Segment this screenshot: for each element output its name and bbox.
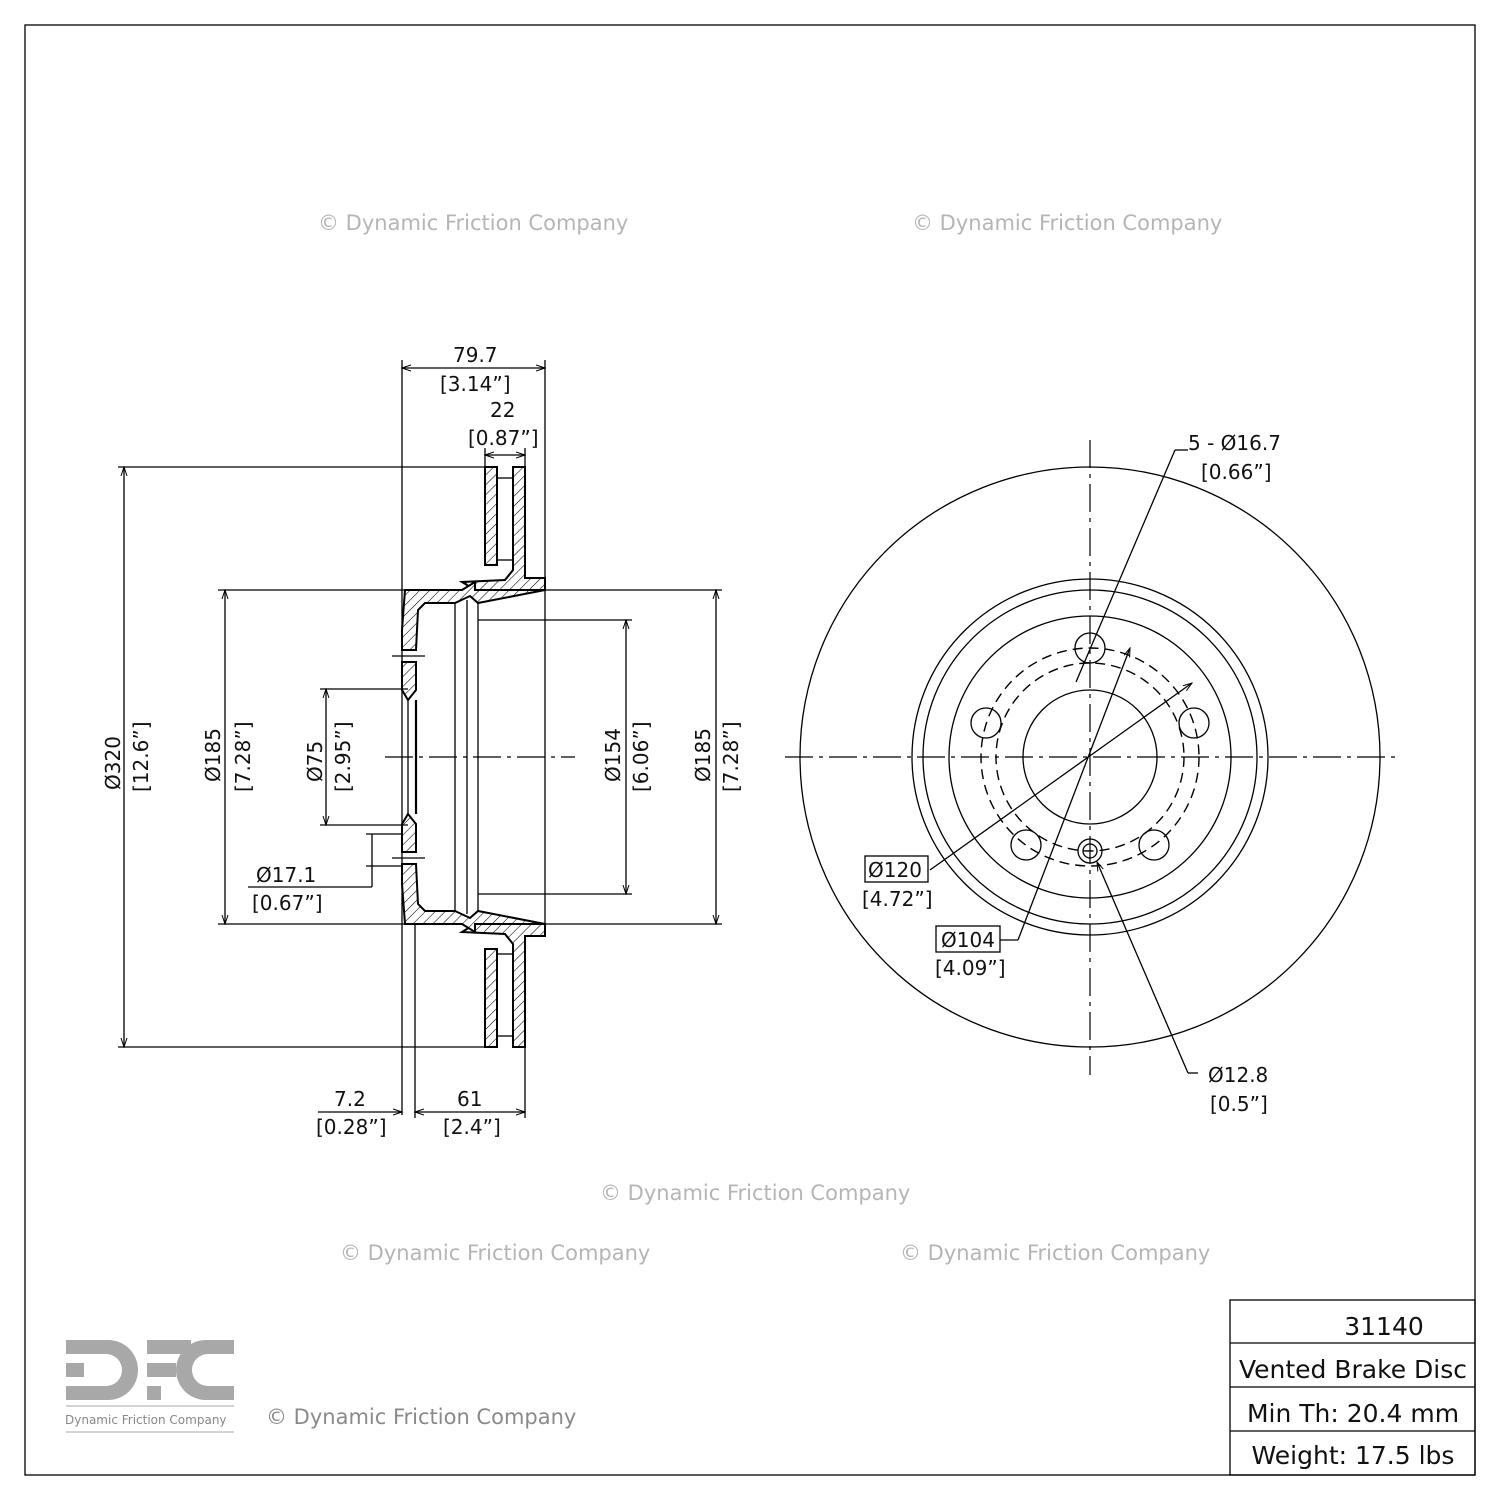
section-dimensions: 79.7 [3.14”] 22 [0.87”] Ø320 [12.6”] Ø18… [101, 343, 743, 1139]
bolt-hole [1138, 829, 1170, 861]
section-view [385, 466, 575, 1048]
dimension-label: [3.14”] [440, 372, 511, 396]
dimension-label: [0.66”] [1201, 460, 1272, 484]
bolt-hole [1074, 632, 1106, 664]
part-number: 31140 [1344, 1312, 1424, 1341]
copyright-text: © Dynamic Friction Company [266, 1405, 576, 1429]
title-block: 31140 Vented Brake Disc Min Th: 20.4 mm … [1229, 1299, 1476, 1476]
dimension-label: [4.72”] [862, 887, 933, 911]
bolt-hole [1010, 829, 1042, 861]
watermarks: © Dynamic Friction Company © Dynamic Fri… [318, 211, 1222, 1265]
dimension-label: 22 [490, 398, 515, 422]
drawing-border [24, 24, 1476, 1476]
dimension-label: [0.28”] [316, 1115, 387, 1139]
dimension-label: Ø185 [201, 728, 225, 782]
dimension-label: Ø154 [601, 728, 625, 782]
dimension-label: [0.67”] [252, 891, 323, 915]
dimension-label: [0.87”] [468, 426, 539, 450]
dimension-label: Ø104 [941, 928, 995, 952]
dimension-label: Ø17.1 [256, 863, 316, 887]
dimension-label: [2.95”] [331, 722, 355, 793]
watermark-text: © Dynamic Friction Company [912, 211, 1222, 235]
bolt-hole [970, 707, 1002, 739]
dimension-label: [7.28”] [719, 722, 743, 793]
dimension-label: Ø320 [101, 736, 125, 790]
dimension-label: Ø120 [868, 858, 922, 882]
dimension-label: [7.28”] [231, 722, 255, 793]
dimension-label: Ø185 [691, 728, 715, 782]
dimension-label: 79.7 [453, 343, 498, 367]
dimension-label: [12.6”] [129, 722, 153, 793]
dimension-label: 5 - Ø16.7 [1188, 431, 1281, 455]
face-dimensions: 5 - Ø16.7 [0.66”] Ø120 [4.72”] Ø104 [4.0… [862, 431, 1281, 1116]
watermark-text: © Dynamic Friction Company [340, 1241, 650, 1265]
part-description: Vented Brake Disc [1239, 1355, 1467, 1384]
dimension-label: [2.4”] [443, 1115, 501, 1139]
weight: Weight: 17.5 lbs [1252, 1441, 1455, 1470]
watermark-text: © Dynamic Friction Company [318, 211, 628, 235]
face-view [785, 440, 1400, 1075]
dimension-label: 61 [457, 1087, 482, 1111]
watermark-text: © Dynamic Friction Company [600, 1181, 910, 1205]
bolt-hole [1178, 707, 1210, 739]
dfc-logo: Dynamic Friction Company [65, 1340, 234, 1433]
dimension-label: 7.2 [334, 1087, 366, 1111]
dimension-label: Ø12.8 [1208, 1063, 1268, 1087]
dimension-label: [6.06”] [629, 722, 653, 793]
watermark-text: © Dynamic Friction Company [900, 1241, 1210, 1265]
dimension-label: [4.09”] [935, 956, 1006, 980]
dimension-label: Ø75 [303, 741, 327, 782]
small-hole [1077, 838, 1103, 864]
min-thickness: Min Th: 20.4 mm [1247, 1399, 1459, 1428]
logo-text: Dynamic Friction Company [65, 1413, 227, 1427]
dimension-label: [0.5”] [1210, 1092, 1268, 1116]
